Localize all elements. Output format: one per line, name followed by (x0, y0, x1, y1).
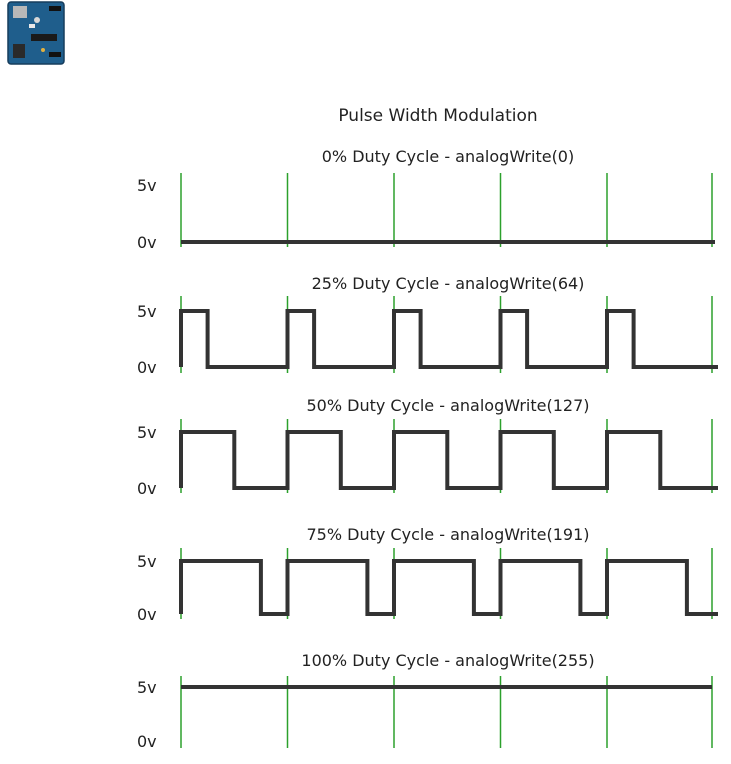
panel-label: 100% Duty Cycle - analogWrite(255) (301, 651, 594, 670)
voltage-label-low: 0v (137, 479, 157, 498)
arduino-board-icon (7, 1, 65, 65)
voltage-label-low: 0v (137, 233, 157, 252)
voltage-label-low: 0v (137, 732, 157, 751)
pwm-panel: 100% Duty Cycle - analogWrite(255) 5v 0v (137, 651, 713, 751)
voltage-label-high: 5v (137, 176, 157, 195)
voltage-label-high: 5v (137, 678, 157, 697)
panel-label: 0% Duty Cycle - analogWrite(0) (322, 147, 574, 166)
diagram-title: Pulse Width Modulation (338, 106, 537, 126)
pwm-waveform (179, 430, 718, 490)
voltage-label-high: 5v (137, 423, 157, 442)
voltage-label-high: 5v (137, 552, 157, 571)
voltage-label-high: 5v (137, 302, 157, 321)
panel-label: 50% Duty Cycle - analogWrite(127) (306, 396, 589, 415)
panel-label: 75% Duty Cycle - analogWrite(191) (306, 525, 589, 544)
voltage-label-low: 0v (137, 605, 157, 624)
pwm-panel: 25% Duty Cycle - analogWrite(64) 5v 0v (137, 274, 718, 377)
pwm-panel: 75% Duty Cycle - analogWrite(191) 5v 0v (137, 525, 718, 624)
pwm-panel: 50% Duty Cycle - analogWrite(127) 5v 0v (137, 396, 718, 498)
pwm-waveform (179, 559, 718, 616)
pwm-panel: 0% Duty Cycle - analogWrite(0) 5v 0v (137, 147, 715, 252)
panel-label: 25% Duty Cycle - analogWrite(64) (312, 274, 585, 293)
pwm-waveform (179, 309, 718, 369)
voltage-label-low: 0v (137, 358, 157, 377)
